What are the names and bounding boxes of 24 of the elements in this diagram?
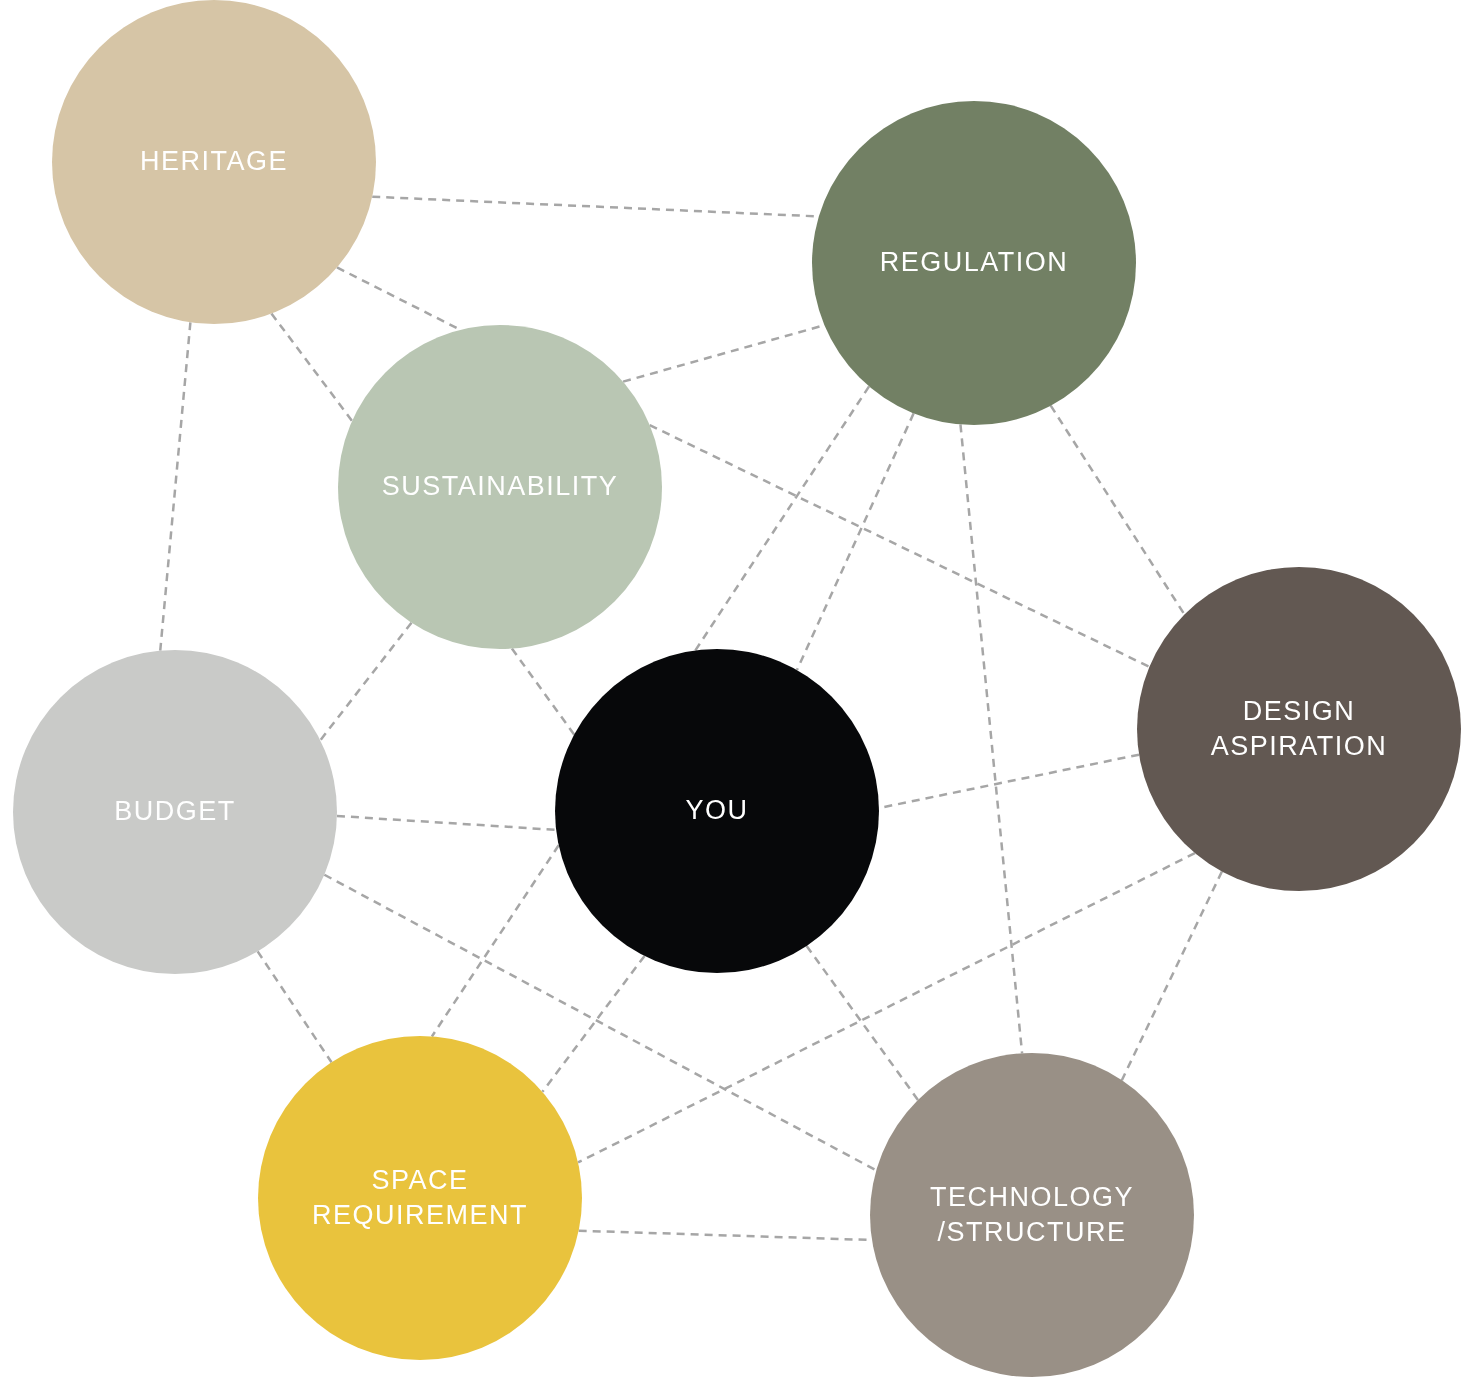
dashed-connector (319, 621, 413, 742)
dashed-connector (1120, 870, 1224, 1081)
dashed-connector (270, 312, 354, 422)
dashed-connector (805, 945, 919, 1101)
dashed-connector (510, 647, 576, 736)
topic-label: TECHNOLOGY /STRUCTURE (929, 1180, 1135, 1249)
dashed-connector (649, 424, 1150, 668)
topic-label: REGULATION (878, 246, 1070, 280)
dashed-connector (1049, 405, 1186, 616)
dashed-connector (795, 412, 915, 671)
dashed-connector (159, 322, 192, 651)
dashed-connector (959, 424, 1024, 1054)
dashed-connector (256, 950, 333, 1063)
topic-label: HERITAGE (139, 145, 289, 179)
topic-label: SUSTAINABILITY (380, 470, 620, 504)
dashed-connector (577, 852, 1196, 1164)
dashed-connector (694, 385, 871, 652)
topic-label: YOU (684, 794, 750, 828)
topic-label: SPACE REQUIREMENT (311, 1163, 529, 1232)
topic-label: DESIGN ASPIRATION (1209, 694, 1389, 763)
dashed-connector (541, 955, 646, 1093)
dashed-connector (430, 844, 560, 1038)
dashed-connector (336, 814, 557, 832)
dashed-connector (323, 873, 877, 1172)
